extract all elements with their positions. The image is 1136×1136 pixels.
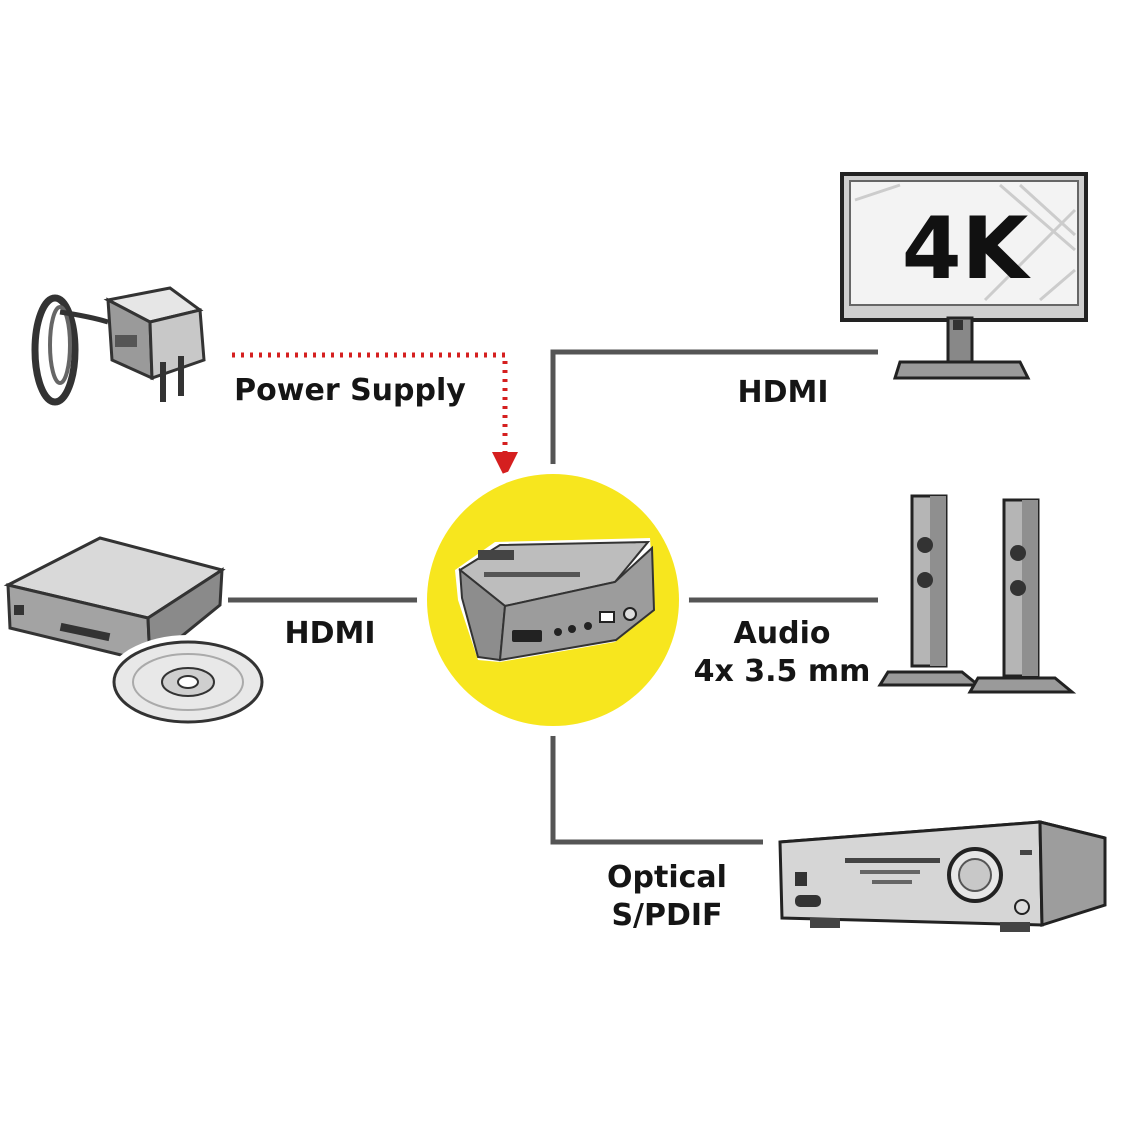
4k-monitor-icon: 4K	[836, 168, 1094, 380]
speaker-right	[967, 489, 1077, 703]
hdmi-audio-extractor-icon	[455, 538, 656, 662]
extractor-hub	[417, 464, 689, 736]
hdmi-input-label: HDMI	[284, 616, 375, 651]
audio-label: Audio	[734, 616, 831, 651]
av-receiver-icon	[763, 800, 1119, 938]
hdmi-output-line	[550, 349, 878, 470]
spdif-label: S/PDIF	[611, 898, 722, 933]
optical-label: Optical	[607, 860, 727, 895]
power-adapter-icon	[15, 278, 216, 423]
speaker-left	[877, 482, 983, 698]
disc-icon	[106, 635, 270, 731]
blu-ray-player-icon	[0, 523, 241, 671]
connector-lines	[228, 344, 878, 850]
audio-spec-label: 4x 3.5 mm	[694, 654, 871, 689]
labels: Power Supply HDMI HDMI Audio 4x 3.5 mm O…	[234, 373, 870, 933]
hdmi-output-label: HDMI	[737, 375, 828, 410]
monitor-4k-text: 4K	[902, 199, 1032, 299]
power-arrow-head	[492, 452, 518, 478]
power-supply-label: Power Supply	[234, 373, 466, 408]
optical-output-line	[550, 730, 768, 845]
power-supply-line	[232, 352, 508, 455]
speakers-icon	[877, 482, 1077, 703]
